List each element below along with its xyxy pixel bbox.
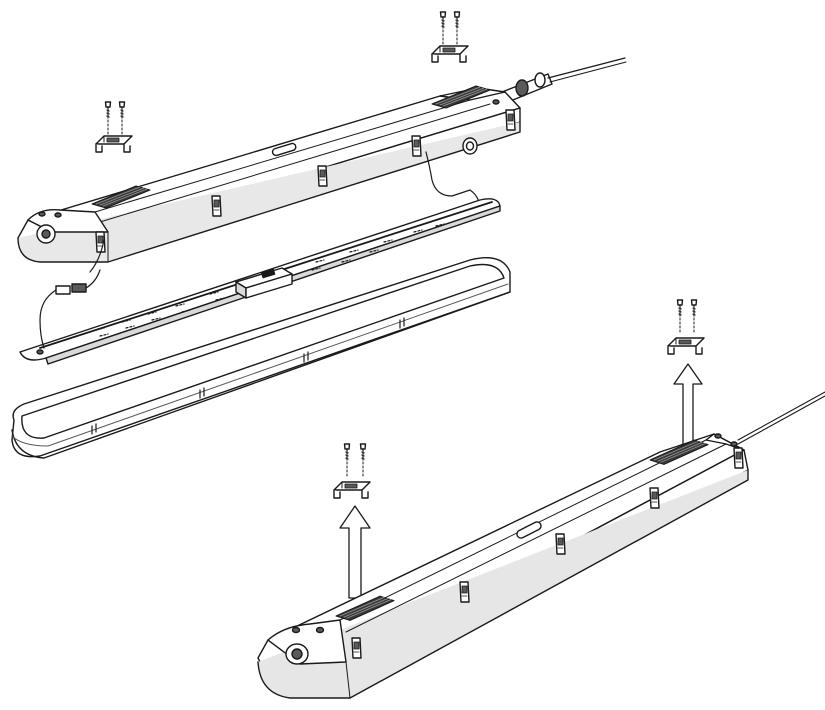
wire-connector bbox=[39, 239, 105, 349]
up-arrow-middle bbox=[339, 505, 371, 599]
screw-pair-left bbox=[104, 101, 126, 135]
housing-clip bbox=[411, 135, 422, 157]
housing-clip bbox=[211, 195, 222, 217]
screw-pair-top-right bbox=[439, 11, 461, 45]
housing-clip bbox=[733, 447, 744, 469]
housing-clip bbox=[555, 533, 566, 555]
housing-clip bbox=[505, 109, 516, 131]
bracket-right bbox=[667, 337, 705, 355]
up-arrow-right bbox=[673, 363, 703, 451]
cable-gland bbox=[501, 57, 627, 103]
housing-clip bbox=[351, 637, 362, 659]
housing-clip bbox=[649, 487, 660, 509]
assembled-view bbox=[257, 299, 825, 699]
housing-clip bbox=[459, 581, 470, 603]
lock-nut bbox=[462, 137, 478, 155]
housing-clip bbox=[317, 165, 328, 187]
bracket-left bbox=[95, 135, 133, 153]
exploded-view bbox=[11, 11, 627, 459]
screw-pair-right bbox=[676, 299, 698, 335]
power-cable bbox=[737, 391, 825, 445]
led-driver bbox=[235, 267, 293, 299]
diffuser-cover bbox=[11, 257, 511, 459]
luminaire-housing-assembled bbox=[257, 433, 749, 699]
bracket-middle bbox=[333, 481, 371, 499]
screw-pair-middle bbox=[343, 443, 367, 479]
luminaire-housing bbox=[17, 85, 521, 263]
bracket-top-right bbox=[431, 45, 469, 63]
